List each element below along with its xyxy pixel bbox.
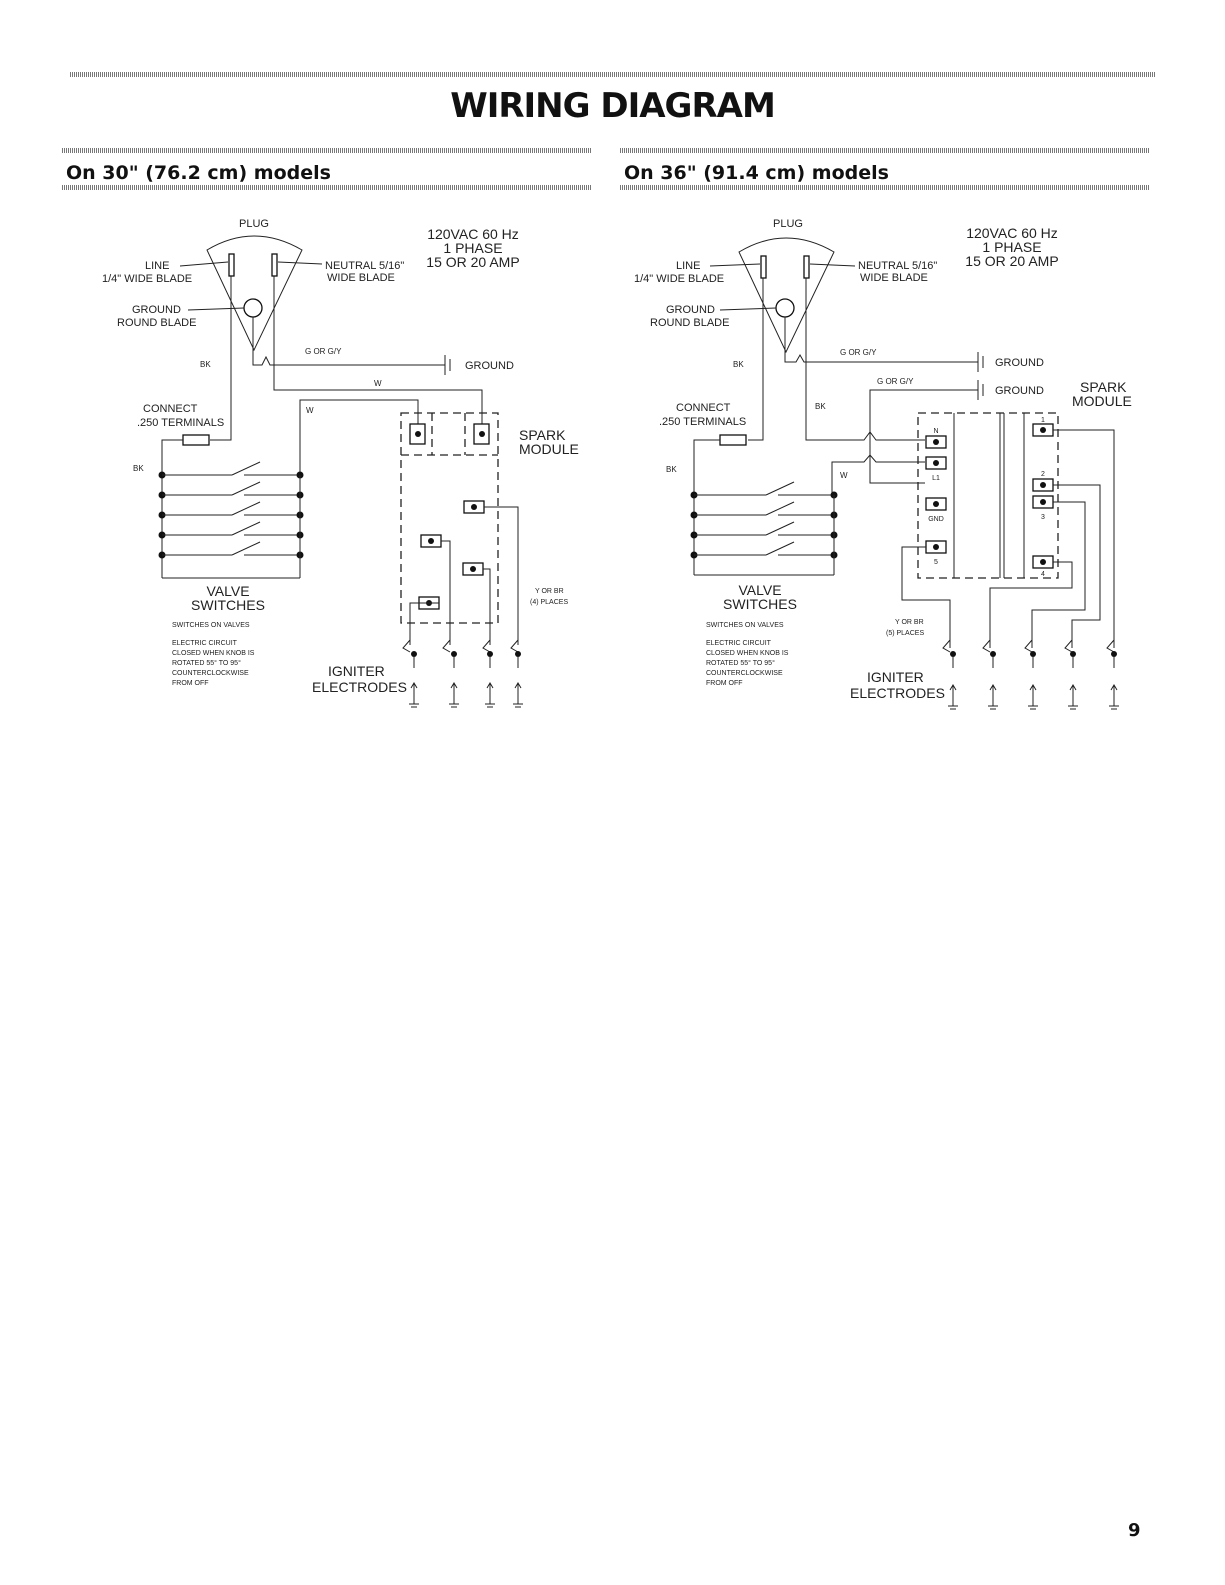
right-ground-terminal-label-1: GROUND <box>995 357 1044 369</box>
left-neutral-label: NEUTRAL 5/16" <box>325 260 404 272</box>
right-igniter-label: IGNITER <box>867 669 924 685</box>
right-term-gnd-label: GND <box>928 516 944 523</box>
right-switches-label: SWITCHES <box>723 596 797 612</box>
right-module-label: MODULE <box>1072 393 1132 409</box>
right-connector-icon <box>719 434 747 446</box>
right-w-label: W <box>840 471 848 480</box>
right-electrodes-label: ELECTRODES <box>850 685 945 701</box>
left-plug-label: PLUG <box>239 218 269 230</box>
right-bk-mid-label: BK <box>815 402 826 411</box>
right-neutral-blade-label: WIDE BLADE <box>860 272 928 284</box>
right-power-line-2: 1 PHASE <box>982 239 1041 255</box>
right-term-4-label: 4 <box>1041 571 1045 578</box>
left-line-blade-label: 1/4" WIDE BLADE <box>102 273 192 285</box>
left-valve-switches <box>158 461 304 579</box>
left-igniter-electrodes <box>402 639 523 708</box>
right-igniter-electrodes <box>942 639 1119 710</box>
right-places-label: (5) PLACES <box>886 630 924 637</box>
left-igniter-label: IGNITER <box>328 663 385 679</box>
right-line-label: LINE <box>676 260 700 272</box>
left-note-6: FROM OFF <box>172 680 209 687</box>
right-note-6: FROM OFF <box>706 680 743 687</box>
left-electrodes-label: ELECTRODES <box>312 679 407 695</box>
left-section-heading: On 30" (76.2 cm) models <box>66 162 331 184</box>
left-y-or-br-label: Y OR BR <box>535 588 564 595</box>
left-switches-label: SWITCHES <box>191 597 265 613</box>
left-note-4: ROTATED 55° TO 95° <box>172 659 241 667</box>
right-line-blade-label: 1/4" WIDE BLADE <box>634 273 724 285</box>
right-ground-label: GROUND <box>666 304 715 316</box>
right-ground-terminal-label-2: GROUND <box>995 385 1044 397</box>
right-term-5-label: 5 <box>934 559 938 566</box>
right-term-1-label: 1 <box>1041 417 1045 424</box>
left-power-line-2: 1 PHASE <box>443 240 502 256</box>
left-line-label: LINE <box>145 260 169 272</box>
right-term-n-label: N <box>933 428 938 435</box>
right-note-5: COUNTERCLOCKWISE <box>706 670 783 677</box>
right-wiring-diagram: PLUG 120VAC 60 Hz 1 PHASE 15 OR 20 AMP L… <box>634 218 1132 710</box>
right-section-heading: On 36" (91.4 cm) models <box>624 162 889 184</box>
right-term-l1-label: L1 <box>932 475 940 482</box>
right-bk-top-label: BK <box>733 360 744 369</box>
right-neutral-label: NEUTRAL 5/16" <box>858 260 937 272</box>
right-power-line-3: 15 OR 20 AMP <box>965 253 1058 269</box>
right-heading-rule-bottom <box>620 185 1150 190</box>
left-valve-label: VALVE <box>206 583 249 599</box>
right-connect-label: CONNECT <box>676 402 731 414</box>
left-bk-top-label: BK <box>200 360 211 369</box>
left-ground-terminal-label: GROUND <box>465 360 514 372</box>
left-note-5: COUNTERCLOCKWISE <box>172 670 249 677</box>
right-note-2: ELECTRIC CIRCUIT <box>706 640 772 647</box>
top-rule <box>70 72 1155 77</box>
left-note-2: ELECTRIC CIRCUIT <box>172 640 238 647</box>
left-note-1: SWITCHES ON VALVES <box>172 622 250 629</box>
right-spark-module: N L1 GND 5 1 2 3 4 <box>917 412 1059 579</box>
right-note-4: ROTATED 55° TO 95° <box>706 659 775 667</box>
right-note-3: CLOSED WHEN KNOB IS <box>706 650 789 657</box>
right-spark-label: SPARK <box>1080 379 1127 395</box>
right-bk-switch-label: BK <box>666 465 677 474</box>
left-places-label: (4) PLACES <box>530 599 568 606</box>
left-connect-label: CONNECT <box>143 403 198 415</box>
right-plug-icon <box>738 237 835 354</box>
right-note-1: SWITCHES ON VALVES <box>706 622 784 629</box>
left-plug-icon <box>206 235 303 352</box>
left-w-label-2: W <box>306 406 314 415</box>
left-heading-rule-bottom <box>62 185 592 190</box>
right-g-or-gy-label-1: G OR G/Y <box>840 348 877 357</box>
right-term-2-label: 2 <box>1041 471 1045 478</box>
left-w-label-1: W <box>374 379 382 388</box>
left-g-or-gy-label: G OR G/Y <box>305 347 342 356</box>
right-y-or-br-label: Y OR BR <box>895 619 924 626</box>
left-bk-switch-label: BK <box>133 464 144 473</box>
right-terminals-label: .250 TERMINALS <box>659 416 746 428</box>
right-term-3-label: 3 <box>1041 514 1045 521</box>
right-heading-rule-top <box>620 148 1150 153</box>
left-power-line-1: 120VAC 60 Hz <box>427 226 519 242</box>
left-ground-label: GROUND <box>132 304 181 316</box>
left-spark-label: SPARK <box>519 427 566 443</box>
left-terminals-label: .250 TERMINALS <box>137 417 224 429</box>
page-number: 9 <box>1128 1520 1141 1541</box>
right-valve-switches <box>690 481 838 576</box>
left-note-3: CLOSED WHEN KNOB IS <box>172 650 255 657</box>
left-wiring-diagram: PLUG 120VAC 60 Hz 1 PHASE 15 OR 20 AMP L… <box>102 218 579 708</box>
right-valve-label: VALVE <box>738 582 781 598</box>
right-g-or-gy-label-2: G OR G/Y <box>877 377 914 386</box>
right-ground-blade-label: ROUND BLADE <box>650 317 729 329</box>
left-power-line-3: 15 OR 20 AMP <box>426 254 519 270</box>
left-module-label: MODULE <box>519 441 579 457</box>
page-title: WIRING DIAGRAM <box>450 86 776 126</box>
left-connector-icon <box>182 434 210 446</box>
right-power-line-1: 120VAC 60 Hz <box>966 225 1058 241</box>
left-ground-blade-label: ROUND BLADE <box>117 317 196 329</box>
left-heading-rule-top <box>62 148 592 153</box>
right-plug-label: PLUG <box>773 218 803 230</box>
left-neutral-blade-label: WIDE BLADE <box>327 272 395 284</box>
